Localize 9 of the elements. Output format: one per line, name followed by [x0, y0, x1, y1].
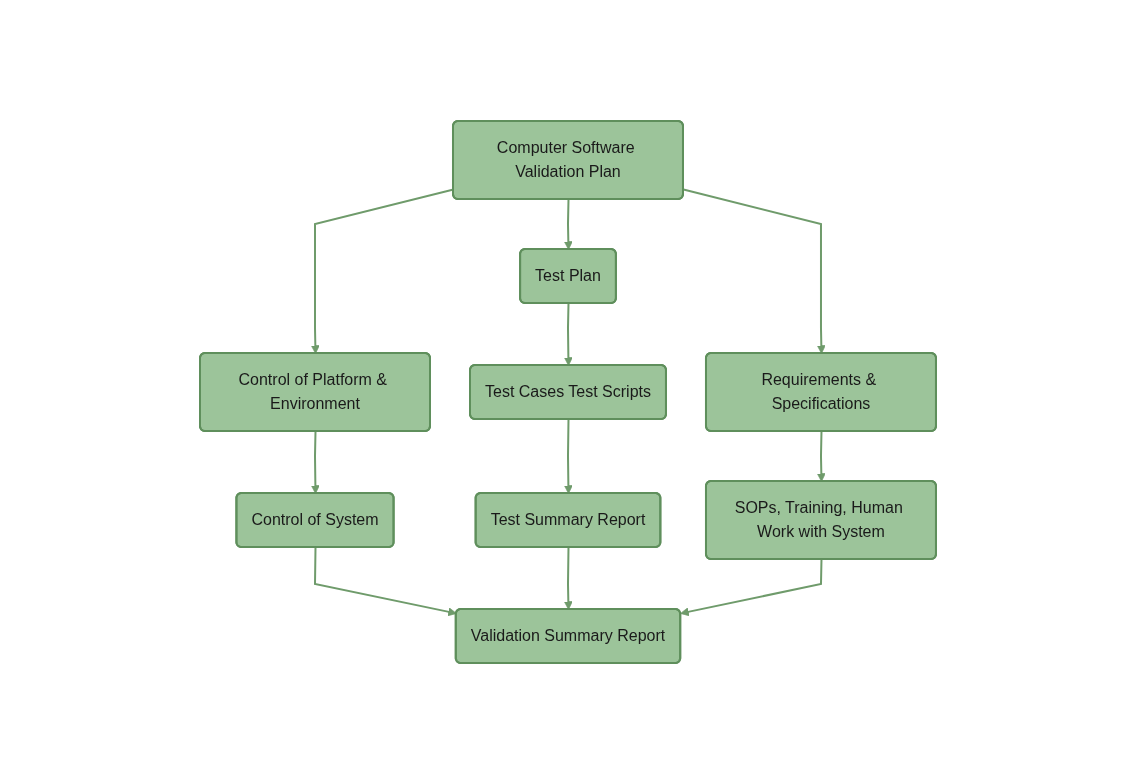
arrow	[679, 558, 822, 617]
arrow	[563, 546, 573, 610]
arrow	[310, 430, 320, 494]
arrow	[563, 418, 573, 494]
arrow	[563, 302, 573, 366]
arrow	[682, 188, 826, 354]
arrow	[313, 546, 457, 617]
arrow	[816, 430, 826, 482]
arrow	[563, 198, 573, 250]
